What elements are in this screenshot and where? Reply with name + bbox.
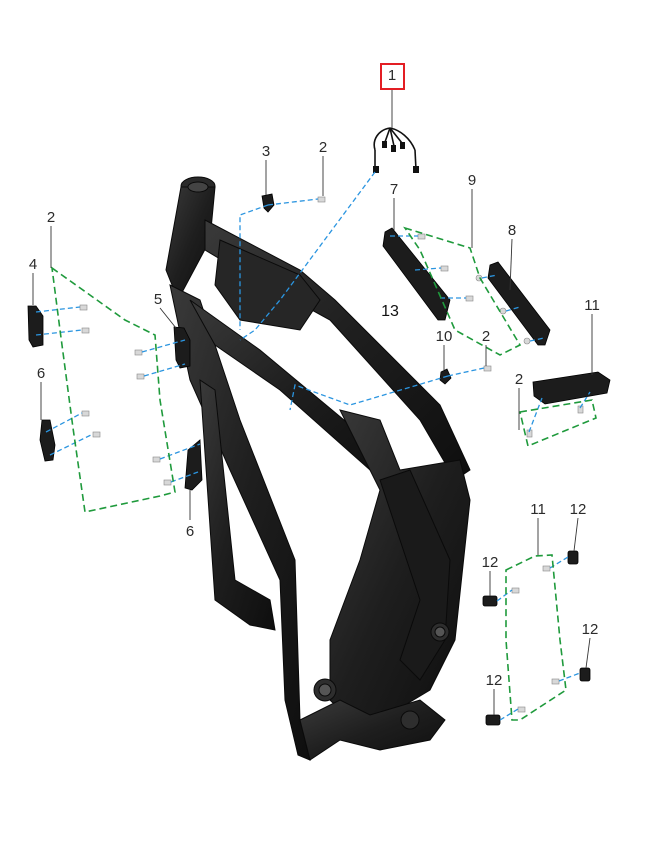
callout-1[interactable]: 1 — [387, 67, 397, 84]
callout-2[interactable]: 2 — [481, 328, 491, 345]
callout-8[interactable]: 8 — [507, 222, 517, 239]
callout-12[interactable]: 12 — [581, 621, 599, 638]
wiring-harness-part[interactable] — [373, 127, 419, 173]
callout-2[interactable]: 2 — [318, 139, 328, 156]
callout-12[interactable]: 12 — [569, 501, 587, 518]
callout-11[interactable]: 11 — [584, 297, 600, 314]
frame-part[interactable] — [165, 176, 471, 761]
callout-4[interactable]: 4 — [28, 256, 38, 273]
callout-6[interactable]: 6 — [36, 365, 46, 382]
fastener-leader-lines — [35, 171, 591, 721]
callout-7[interactable]: 7 — [389, 181, 399, 198]
callout-2[interactable]: 2 — [46, 209, 56, 226]
small-parts[interactable] — [27, 193, 611, 726]
callout-13[interactable]: 13 — [381, 303, 399, 320]
callout-12[interactable]: 12 — [485, 672, 503, 689]
callout-9[interactable]: 9 — [467, 172, 477, 189]
callout-2[interactable]: 2 — [514, 371, 524, 388]
callout-5[interactable]: 5 — [153, 291, 163, 308]
callout-3[interactable]: 3 — [261, 143, 271, 160]
callout-11[interactable]: 11 — [530, 501, 546, 518]
callout-12[interactable]: 12 — [481, 554, 499, 571]
group-bracket-lines — [50, 226, 597, 721]
highlight-box — [380, 63, 405, 90]
callout-10[interactable]: 10 — [435, 328, 453, 345]
callout-leader-lines — [32, 90, 593, 715]
callout-6[interactable]: 6 — [185, 523, 195, 540]
